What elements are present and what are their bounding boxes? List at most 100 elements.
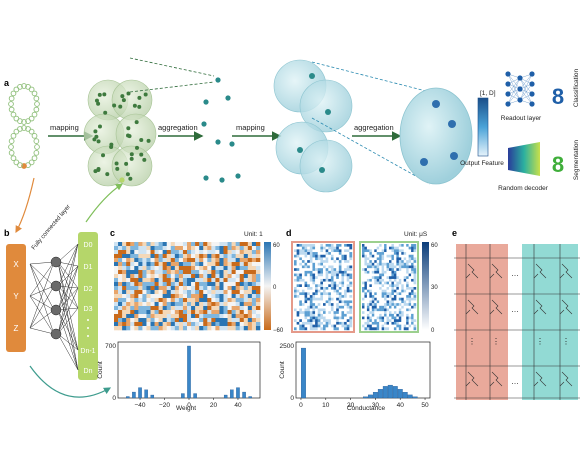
heatmap-cell	[362, 303, 365, 307]
heatmap-cell	[231, 278, 236, 283]
heatmap-cell	[336, 311, 340, 315]
heatmap-cell	[403, 281, 407, 285]
heatmap-cell	[371, 316, 375, 320]
heatmap-cell	[333, 305, 337, 309]
heatmap-cell	[406, 297, 409, 301]
heatmap-cell	[320, 260, 324, 264]
heatmap-cell	[325, 297, 329, 301]
heatmap-cell	[294, 297, 297, 301]
heatmap-cell	[150, 294, 155, 299]
heatmap-cell	[227, 254, 232, 259]
heatmap-cell	[174, 246, 180, 251]
heatmap-cell	[398, 311, 402, 315]
heatmap-cell	[294, 313, 297, 317]
heatmap-cell	[223, 266, 228, 271]
heatmap-cell	[307, 305, 311, 309]
heatmap-cell	[118, 266, 123, 271]
heatmap-cell	[243, 314, 249, 319]
heatmap-cell	[328, 249, 332, 253]
heatmap-cell	[199, 278, 204, 283]
heatmap-cell	[341, 273, 345, 277]
heatmap-cell	[312, 284, 316, 288]
heatmap-cell	[393, 244, 397, 247]
heatmap-cell	[231, 310, 236, 315]
heatmap-cell	[408, 308, 412, 312]
heatmap-cell	[178, 250, 184, 255]
heatmap-cell	[178, 278, 184, 283]
point-icon	[94, 134, 99, 139]
aggregation-label-2: aggregation	[354, 123, 394, 132]
heatmap-cell	[389, 284, 392, 288]
heatmap-cell	[142, 270, 147, 275]
connection	[519, 73, 533, 90]
heatmap-cell	[312, 313, 316, 317]
heatmap-cell	[349, 249, 353, 253]
heatmap-cell	[134, 310, 139, 315]
neuron-icon	[517, 97, 523, 103]
heatmap-cell	[118, 270, 123, 275]
heatmap-cell	[384, 268, 387, 272]
heatmap-cell	[346, 324, 350, 328]
heatmap-cell	[219, 282, 224, 287]
heatmap-cell	[174, 286, 180, 291]
heatmap-cell	[158, 302, 163, 307]
heatmap-cell	[328, 313, 332, 317]
heatmap-cell	[219, 266, 224, 271]
heatmap-cell	[328, 262, 332, 266]
heatmap-cell	[130, 326, 135, 331]
heatmap-cell	[158, 254, 163, 259]
heatmap-cell	[346, 276, 350, 280]
heatmap-cell	[386, 295, 390, 298]
heatmap-cell	[379, 308, 382, 312]
heatmap-cell	[315, 246, 318, 250]
heatmap-cell	[130, 246, 135, 251]
heatmap-cell	[255, 310, 261, 315]
heatmap-cell	[317, 262, 321, 266]
memristor-icon	[465, 299, 479, 315]
heatmap-cell	[126, 254, 131, 259]
heatmap-cell	[381, 289, 385, 293]
heatmap-cell	[413, 319, 417, 323]
heatmap-cell	[328, 270, 332, 274]
heatmap-cell	[376, 246, 380, 250]
connection	[57, 243, 79, 287]
heatmap-cell	[126, 274, 131, 279]
heatmap-cell	[391, 319, 395, 323]
heatmap-cell	[406, 305, 409, 309]
heatmap-cell	[154, 254, 159, 259]
heatmap-cell	[235, 274, 241, 279]
heatmap-cell	[379, 300, 382, 304]
heatmap-cell	[333, 295, 337, 298]
heatmap-cell	[398, 284, 402, 288]
heatmap-cell	[344, 327, 347, 331]
heatmap-cell	[317, 254, 321, 258]
heatmap-cell	[391, 297, 395, 301]
heatmap-cell	[374, 284, 377, 288]
heatmap-cell	[396, 287, 400, 290]
heatmap-cell	[369, 276, 373, 280]
heatmap-cell	[381, 300, 385, 304]
panel-label-b: b	[4, 228, 10, 238]
heatmap-cell	[349, 287, 353, 290]
histogram-bar	[181, 393, 185, 399]
heatmap-cell	[386, 324, 390, 328]
heatmap-cell	[207, 306, 212, 311]
heatmap-cell	[386, 257, 390, 261]
heatmap-cell	[299, 260, 303, 264]
heatmap-cell	[349, 316, 353, 320]
heatmap-cell	[304, 270, 308, 274]
heatmap-cell	[317, 273, 321, 277]
connection	[57, 261, 79, 351]
heatmap-cell	[403, 316, 407, 320]
heatmap-cell	[118, 278, 123, 283]
heatmap-cell	[317, 292, 321, 296]
heatmap-cell	[364, 257, 368, 261]
heatmap-cell	[203, 290, 208, 295]
histogram-bar	[382, 386, 388, 399]
heatmap-cell	[393, 284, 397, 288]
readout-label: Readout layer	[501, 115, 542, 122]
heatmap-cell	[349, 260, 353, 264]
heatmap-cell	[309, 260, 313, 264]
heatmap-cell	[301, 300, 305, 304]
heatmap-cell	[401, 281, 404, 285]
